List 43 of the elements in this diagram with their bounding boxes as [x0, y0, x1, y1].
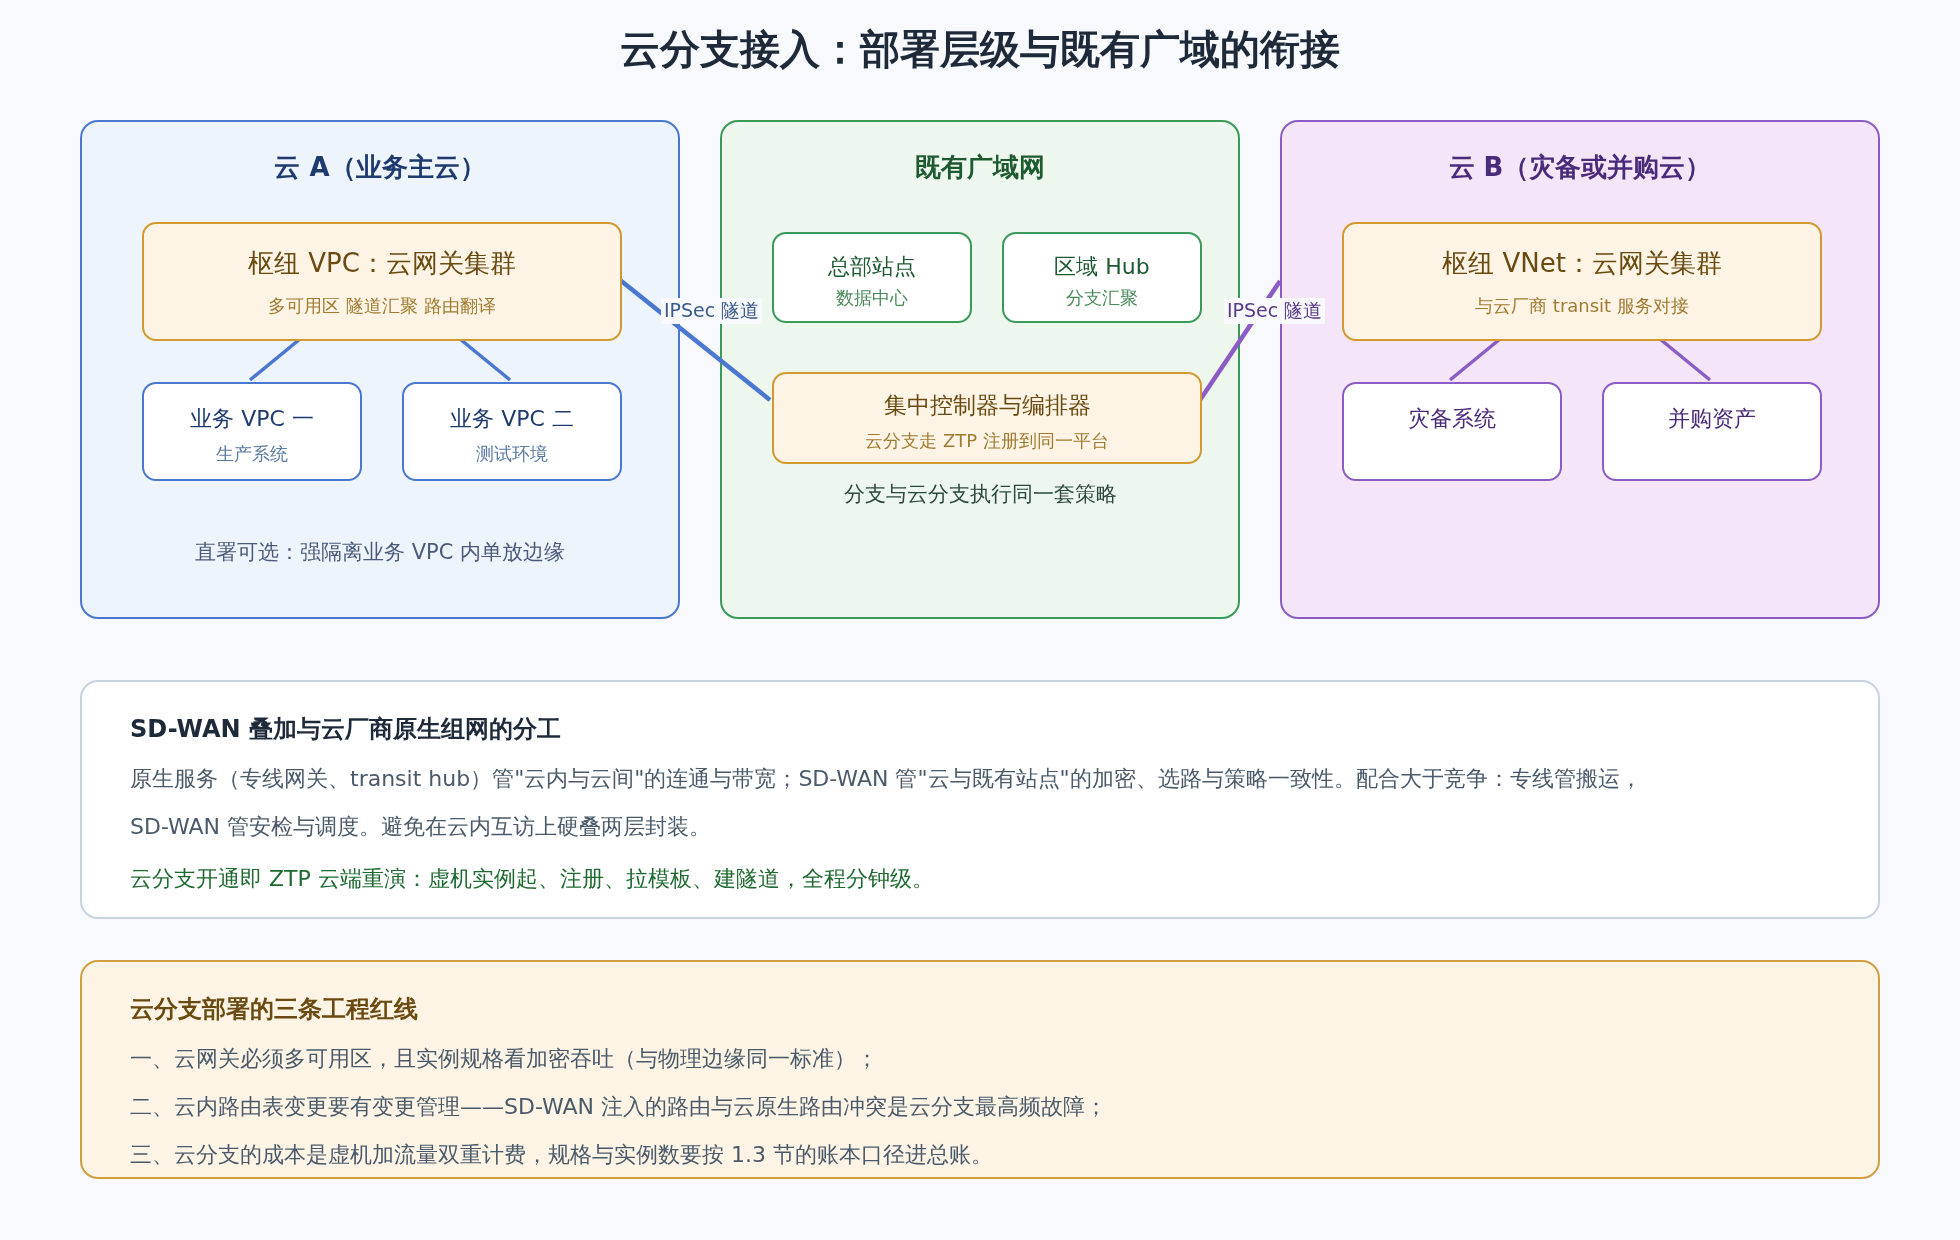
- panel-heading: 既有广域网: [914, 151, 1046, 184]
- panel-heading: 云 A（业务主云）: [273, 151, 487, 184]
- warning-card: [80, 960, 1880, 1179]
- vpc-box: [402, 382, 622, 481]
- box-title: 业务 VPC 二: [449, 405, 575, 433]
- box-title: 并购资产: [1667, 405, 1757, 433]
- paragraph: 三、云分支的成本是虚机加流量双重计费，规格与实例数要按 1.3 节的账本口径进总账。: [130, 1141, 994, 1169]
- system-box: [1602, 382, 1822, 481]
- hub-box: [1002, 232, 1202, 323]
- info-card: [80, 680, 1880, 919]
- paragraph: 原生服务（专线网关、transit hub）管"云内与云间"的连通与带宽；SD-WAN 管"云与既有站点"的加密、选路与策略一致性。配合大于竞争：专线管搬运，SD-WAN 管安检与调度。避免在云内互访上硬叠两层封装。: [130, 765, 1643, 841]
- box-title: 集中控制器与编排器: [882, 391, 1092, 420]
- box-subtitle: 与云厂商 transit 服务对接: [1474, 294, 1690, 318]
- edge-label: IPSec 隧道: [661, 298, 763, 324]
- paragraph: 云分支开通即 ZTP 云端重演：虚机实例起、注册、拉模板、建隧道，全程分钟级。: [130, 865, 935, 893]
- box-subtitle: 多可用区 隧道汇聚 路由翻译: [267, 294, 497, 318]
- box-subtitle: 云分支走 ZTP 注册到同一平台: [864, 429, 1110, 453]
- note-text: 直署可选：强隔离业务 VPC 内单放边缘: [193, 539, 566, 566]
- gateway-box: [142, 222, 622, 341]
- box-subtitle: 测试环境: [475, 442, 549, 466]
- box-title: 区域 Hub: [1053, 253, 1151, 281]
- paragraph: 一、云网关必须多可用区，且实例规格看加密吞吐（与物理边缘同一标准）；: [130, 1045, 879, 1073]
- vpc-box: [142, 382, 362, 481]
- system-box: [1342, 382, 1562, 481]
- box-title: 业务 VPC 一: [189, 405, 315, 433]
- note-text: 分支与云分支执行同一套策略: [842, 481, 1118, 508]
- controller-box: [772, 372, 1202, 464]
- panel-heading: 云 B（灾备或并购云）: [1447, 151, 1713, 184]
- card-heading: 云分支部署的三条工程红线: [130, 994, 419, 1025]
- cloud-panel: [1280, 120, 1880, 619]
- edge-label: IPSec 隧道: [1224, 298, 1326, 324]
- box-title: 枢纽 VPC：云网关集群: [247, 247, 517, 280]
- box-title: 枢纽 VNet：云网关集群: [1441, 247, 1723, 280]
- box-subtitle: 生产系统: [215, 442, 289, 466]
- diagram-title: 云分支接入：部署层级与既有广域的衔接: [619, 25, 1341, 74]
- box-subtitle: 分支汇聚: [1065, 286, 1139, 310]
- box-subtitle: 数据中心: [835, 286, 909, 310]
- box-title: 灾备系统: [1407, 405, 1497, 433]
- card-heading: SD-WAN 叠加与云厂商原生组网的分工: [130, 714, 562, 745]
- paragraph: 二、云内路由表变更要有变更管理——SD-WAN 注入的路由与云原生路由冲突是云分支最高频故障；: [130, 1093, 1108, 1121]
- gateway-box: [1342, 222, 1822, 341]
- site-box: [772, 232, 972, 323]
- box-title: 总部站点: [827, 253, 917, 281]
